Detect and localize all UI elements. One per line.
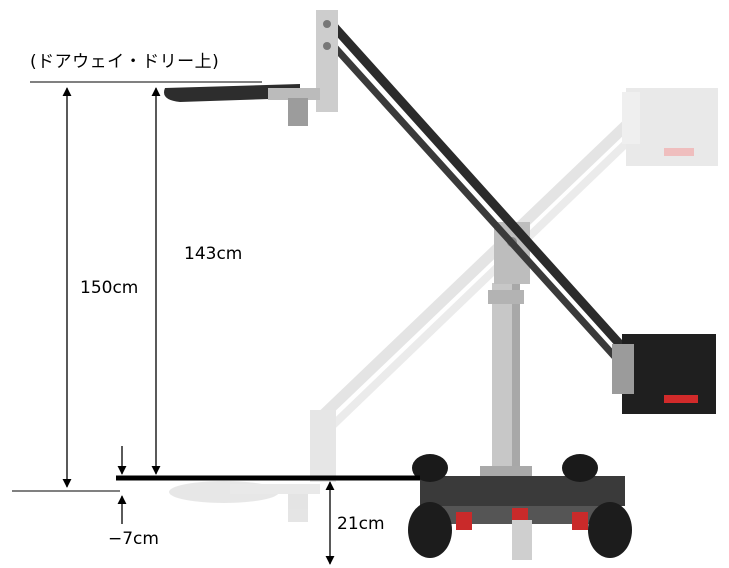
wheel-rear-left [408,502,452,558]
red-fitting-left [456,512,472,530]
camera-plate [164,84,300,102]
height-150-label: 150cm [80,278,139,298]
dolly-deck [420,476,625,506]
counterweight-plate [612,344,634,394]
arm-lower-tube [326,38,629,372]
jib-lowered-ghost [169,88,718,522]
dolly [408,454,632,560]
ghost-bracket [310,410,336,482]
red-fitting-center [512,508,528,520]
pedestal-column-shade [512,283,520,479]
ghost-arm-lower [326,126,644,432]
ghost-counterweight-plate [622,92,640,144]
height-21-label: 21cm [337,514,385,534]
wheel-rear-right [588,502,632,558]
red-fitting-right [572,512,588,530]
offset-minus7-label: −7cm [108,529,159,549]
arm-upper-tube [323,15,630,355]
ghost-arm-upper [312,106,646,426]
bracket-bolt-1 [323,20,331,28]
pedestal-collar [488,290,524,304]
wheel-front-left [412,454,448,482]
wheel-front-right [562,454,598,482]
position-note-label: (ドアウェイ・ドリー上) [30,52,220,72]
ghost-plate-bar [230,484,320,494]
arm-top-bracket [316,10,338,112]
bracket-bolt-2 [323,42,331,50]
counterweight-red-tag [664,395,698,403]
ghost-pan-head [288,494,308,522]
plate-arm [268,88,320,100]
ghost-red-tag [664,148,694,156]
height-143-label: 143cm [184,244,243,264]
dimension-lines [12,81,420,565]
jib-raised-arm [164,10,716,414]
dolly-handle [512,520,532,560]
pan-head [288,98,308,126]
